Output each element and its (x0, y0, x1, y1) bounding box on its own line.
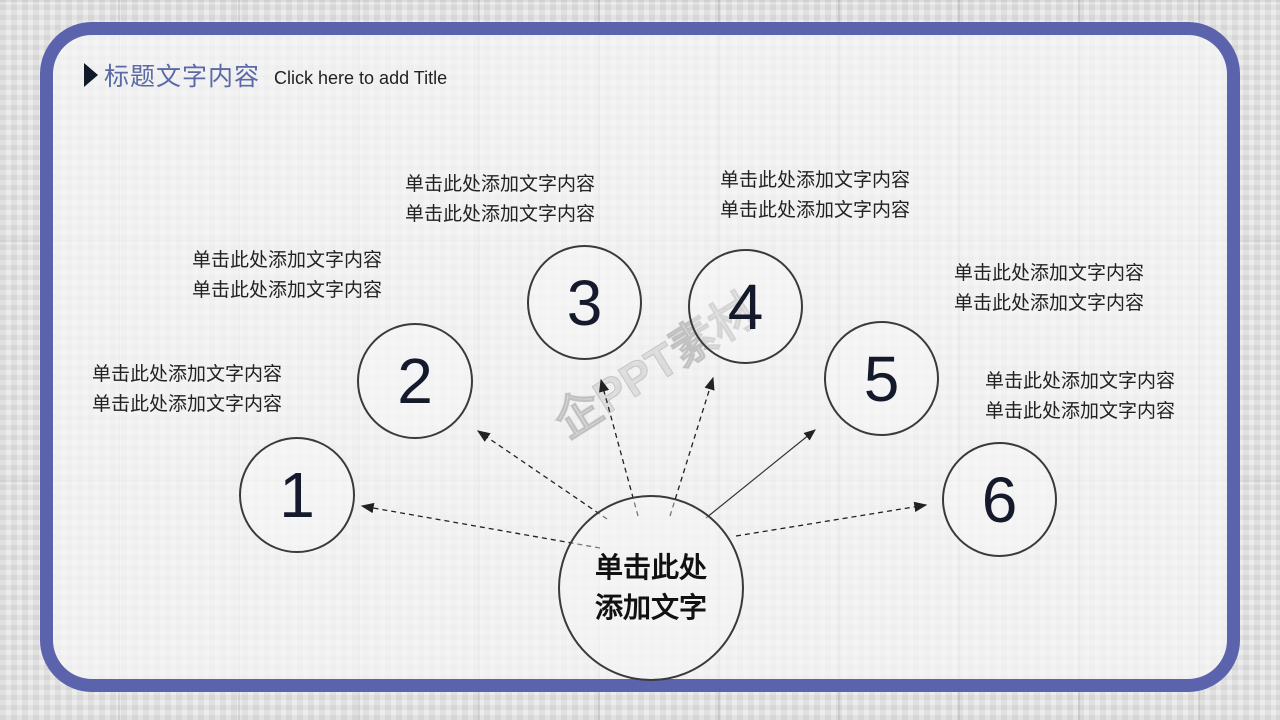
text-line: 单击此处添加文字内容 (192, 249, 383, 271)
center-text[interactable]: 单击此处 添加文字 (595, 548, 707, 628)
title-english[interactable]: Click here to add Title (274, 67, 448, 88)
text-block-5[interactable]: 单击此处添加文字内容 单击此处添加文字内容 (954, 258, 1144, 318)
slide-title[interactable]: 标题文字内容 Click here to add Title (84, 58, 447, 92)
step-circle-5[interactable]: 5 (824, 321, 939, 436)
text-block-6[interactable]: 单击此处添加文字内容 单击此处添加文字内容 (985, 366, 1175, 426)
step-number: 1 (279, 459, 315, 531)
text-line: 单击此处添加文字内容 (954, 292, 1145, 314)
step-number: 4 (727, 270, 764, 343)
title-chinese[interactable]: 标题文字内容 (104, 62, 261, 91)
step-circle-1[interactable]: 1 (239, 437, 355, 553)
text-block-2[interactable]: 单击此处添加文字内容 单击此处添加文字内容 (192, 245, 382, 305)
text-line: 单击此处添加文字内容 (405, 203, 596, 225)
text-block-1[interactable]: 单击此处添加文字内容 单击此处添加文字内容 (92, 359, 282, 419)
text-line: 单击此处添加文字内容 (92, 363, 283, 385)
text-line: 单击此处添加文字内容 (192, 279, 383, 301)
step-number: 2 (397, 345, 433, 417)
center-text-line1: 单击此处 (594, 551, 707, 584)
text-line: 单击此处添加文字内容 (720, 169, 911, 191)
text-line: 单击此处添加文字内容 (405, 173, 596, 195)
step-number: 3 (566, 266, 603, 339)
step-number: 5 (863, 342, 900, 415)
text-line: 单击此处添加文字内容 (954, 262, 1145, 284)
step-circle-6[interactable]: 6 (942, 442, 1057, 557)
center-text-line2: 添加文字 (594, 591, 707, 624)
triangle-right-icon (84, 63, 98, 87)
step-circle-2[interactable]: 2 (357, 323, 473, 439)
text-line: 单击此处添加文字内容 (985, 400, 1176, 422)
text-block-3[interactable]: 单击此处添加文字内容 单击此处添加文字内容 (405, 169, 595, 229)
step-circle-3[interactable]: 3 (527, 245, 642, 360)
step-number: 6 (981, 463, 1018, 536)
text-line: 单击此处添加文字内容 (985, 370, 1176, 392)
text-line: 单击此处添加文字内容 (92, 393, 283, 415)
text-line: 单击此处添加文字内容 (720, 199, 911, 221)
text-block-4[interactable]: 单击此处添加文字内容 单击此处添加文字内容 (720, 165, 910, 225)
center-circle[interactable]: 单击此处 添加文字 (558, 495, 744, 681)
step-circle-4[interactable]: 4 (688, 249, 803, 364)
